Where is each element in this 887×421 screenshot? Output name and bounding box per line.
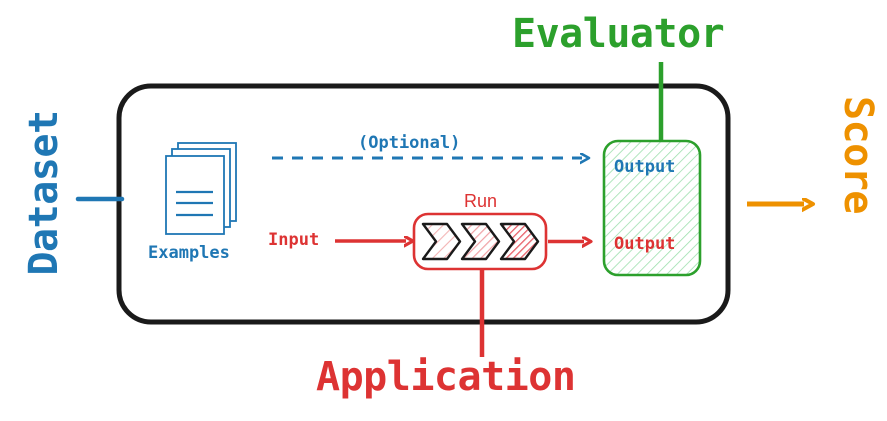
chevron-pipeline-icon (421, 222, 540, 261)
evaluator-caption: Evaluator (512, 11, 725, 57)
optional-label: (Optional) (358, 133, 461, 153)
output-top-label: Output (614, 157, 676, 177)
output-bottom-label: Output (614, 234, 676, 254)
application-caption: Application (316, 354, 576, 400)
evaluator-output-box (602, 139, 702, 277)
pipeline-container (116, 83, 731, 325)
input-label: Input (268, 230, 320, 250)
score-caption: Score (835, 96, 881, 214)
dataset-caption: Dataset (21, 110, 67, 276)
documents-stack-icon (165, 142, 237, 235)
examples-label: Examples (148, 243, 230, 263)
run-label: Run (464, 191, 498, 211)
